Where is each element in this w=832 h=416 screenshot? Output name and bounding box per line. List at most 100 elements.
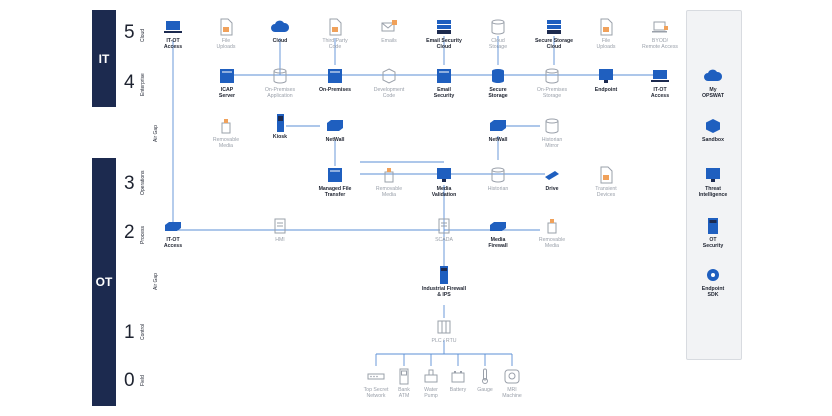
file-icon <box>325 17 345 37</box>
bank-atm-node: Bank ATM <box>374 366 434 399</box>
pump-icon <box>421 366 441 386</box>
scada-node: SCADA <box>414 216 474 243</box>
removable-media-3-node: Removable Media <box>522 216 582 249</box>
database-icon <box>488 165 508 185</box>
media-firewall-node[interactable]: Media Firewall <box>468 216 528 249</box>
node-label: Battery <box>449 387 467 393</box>
node-label: IT-OT Access <box>650 87 670 99</box>
node-label: Email Security <box>433 87 455 99</box>
netwall-icon <box>488 116 508 136</box>
it-band: IT <box>92 10 116 107</box>
water-pump-node: Water Pump <box>401 366 461 399</box>
services-panel <box>686 10 742 360</box>
email-icon <box>379 17 399 37</box>
server-icon <box>325 165 345 185</box>
node-label: HMI <box>275 237 285 243</box>
node-label: Endpoint <box>594 87 618 93</box>
panel-icon <box>270 216 290 236</box>
mri-node: MRI Machine <box>482 366 542 399</box>
file-uploads-node: File Uploads <box>196 17 256 50</box>
mft-node[interactable]: Managed File Transfer <box>305 165 365 198</box>
node-label: Development Code <box>373 87 405 99</box>
node-label: NetWall <box>488 137 508 143</box>
emails-node: Emails <box>359 17 419 44</box>
panel-icon <box>434 216 454 236</box>
panel-label: Threat Intelligence <box>698 186 728 198</box>
node-label: Removable Media <box>538 237 566 249</box>
onprem-node[interactable]: On-Premises <box>305 66 365 93</box>
server-icon <box>325 66 345 86</box>
secure-storage-node[interactable]: Secure Storage <box>468 66 528 99</box>
ot-band: OT <box>92 158 116 406</box>
icap-server-node[interactable]: ICAP Server <box>197 66 257 99</box>
node-label: Removable Media <box>212 137 240 149</box>
node-label: Bank ATM <box>398 387 410 399</box>
node-label: Gauge <box>477 387 493 393</box>
node-label: Media Validation <box>431 186 457 198</box>
mri-icon <box>502 366 522 386</box>
panel-label: Sandbox <box>702 137 724 143</box>
industrial-firewall-node[interactable]: Industrial Firewall & IPS <box>414 265 474 298</box>
server-icon <box>434 66 454 86</box>
dev-code-node: Development Code <box>359 66 419 99</box>
node-label: IT-OT Access <box>163 38 183 50</box>
netwall-1-node[interactable]: NetWall <box>305 116 365 143</box>
itot-access-top-node[interactable]: IT-OT Access <box>143 17 203 50</box>
drive-node[interactable]: Drive <box>522 165 582 192</box>
node-label: Emails <box>381 38 397 44</box>
level-4-number: 4 <box>124 72 135 93</box>
cube-icon <box>703 116 723 136</box>
my-opswat-item[interactable]: My OPSWAT <box>686 66 740 99</box>
netwall-icon <box>325 116 345 136</box>
gauge-node: Gauge <box>455 366 515 393</box>
node-label: Transient Devices <box>595 186 617 198</box>
thermometer-icon <box>475 366 495 386</box>
node-label: File Uploads <box>216 38 236 50</box>
byod-node: BYOD/ Remote Access <box>630 17 690 50</box>
secure-storage-cloud-node[interactable]: Secure Storage Cloud <box>524 17 584 50</box>
removable-media-1-node: Removable Media <box>196 116 256 149</box>
battery-node: Battery <box>428 366 488 393</box>
endpoint-sdk-item[interactable]: Endpoint SDK <box>686 265 740 298</box>
node-label: File Uploads <box>596 38 616 50</box>
endpoint-node[interactable]: Endpoint <box>576 66 636 93</box>
database-icon <box>270 66 290 86</box>
itot-access-bottom-node[interactable]: IT-OT Access <box>143 216 203 249</box>
file-icon <box>596 17 616 37</box>
node-label: SCADA <box>435 237 453 243</box>
email-security-cloud-node[interactable]: Email Security Cloud <box>414 17 474 50</box>
monitor-icon <box>596 66 616 86</box>
onprem-storage-node: On-Premises Storage <box>522 66 582 99</box>
ot-security-item[interactable]: OT Security <box>686 216 740 249</box>
kiosk-node[interactable]: Kiosk <box>250 113 310 140</box>
laptop-outline-icon <box>650 17 670 37</box>
node-label: Secure Storage Cloud <box>534 38 574 50</box>
netwall-2-node[interactable]: NetWall <box>468 116 528 143</box>
sandbox-item[interactable]: Sandbox <box>686 116 740 143</box>
database-icon <box>542 66 562 86</box>
media-validation-node[interactable]: Media Validation <box>414 165 474 198</box>
node-label: On-Premises Application <box>264 87 296 99</box>
node-label: Water Pump <box>424 387 438 399</box>
top-secret-node: Top Secret Network <box>346 366 406 399</box>
server-icon <box>217 66 237 86</box>
node-label: ICAP Server <box>218 87 236 99</box>
onprem-app-node: On-Premises Application <box>250 66 310 99</box>
usb-icon <box>379 165 399 185</box>
drive-icon <box>542 165 562 185</box>
router-icon <box>163 216 183 236</box>
node-label: Secure Storage <box>488 87 508 99</box>
level-5-number: 5 <box>124 22 135 43</box>
laptop-icon <box>163 17 183 37</box>
cloud-node[interactable]: Cloud <box>250 17 310 44</box>
threat-intelligence-item[interactable]: Threat Intelligence <box>686 165 740 198</box>
email-security-node[interactable]: Email Security <box>414 66 474 99</box>
network-icon <box>366 366 386 386</box>
cloud-icon <box>703 66 723 86</box>
server-stack-icon <box>434 17 454 37</box>
node-label: Historian Mirror <box>541 137 563 149</box>
itot-access-right-node[interactable]: IT-OT Access <box>630 66 690 99</box>
database-icon <box>488 17 508 37</box>
hmi-node: HMI <box>250 216 310 243</box>
node-label: Top Secret Network <box>363 387 389 399</box>
